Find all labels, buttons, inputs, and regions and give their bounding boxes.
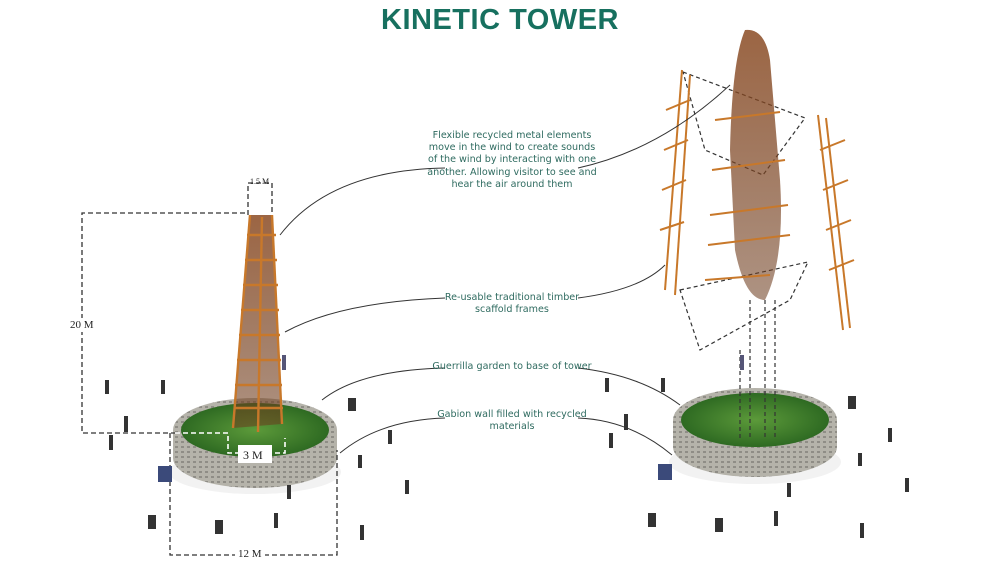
right-plinth bbox=[669, 388, 841, 484]
dimension-plinth-diameter: 12 M bbox=[235, 548, 265, 560]
dimension-top-width: 1.5 M bbox=[250, 177, 270, 186]
right-exploded-tower bbox=[659, 29, 855, 440]
left-garden bbox=[181, 403, 329, 457]
page-title: KINETIC TOWER bbox=[381, 4, 619, 36]
left-plinth bbox=[169, 398, 341, 494]
annotation-metal-elements: Flexible recycled metal elements move in… bbox=[427, 130, 597, 190]
annotation-guerrilla-garden: Guerrilla garden to base of tower bbox=[432, 361, 592, 372]
dimension-lines bbox=[81, 182, 338, 556]
people bbox=[105, 355, 909, 540]
annotation-gabion-wall: Gabion wall filled with recycled materia… bbox=[437, 409, 587, 433]
annotation-scaffold-frames: Re-usable traditional timber scaffold fr… bbox=[444, 292, 580, 316]
dimension-height: 20 M bbox=[70, 318, 94, 332]
callout-lines bbox=[279, 84, 731, 456]
left-tower bbox=[231, 214, 284, 433]
dimension-base-width: 3 M bbox=[243, 448, 263, 462]
right-garden bbox=[681, 393, 829, 447]
